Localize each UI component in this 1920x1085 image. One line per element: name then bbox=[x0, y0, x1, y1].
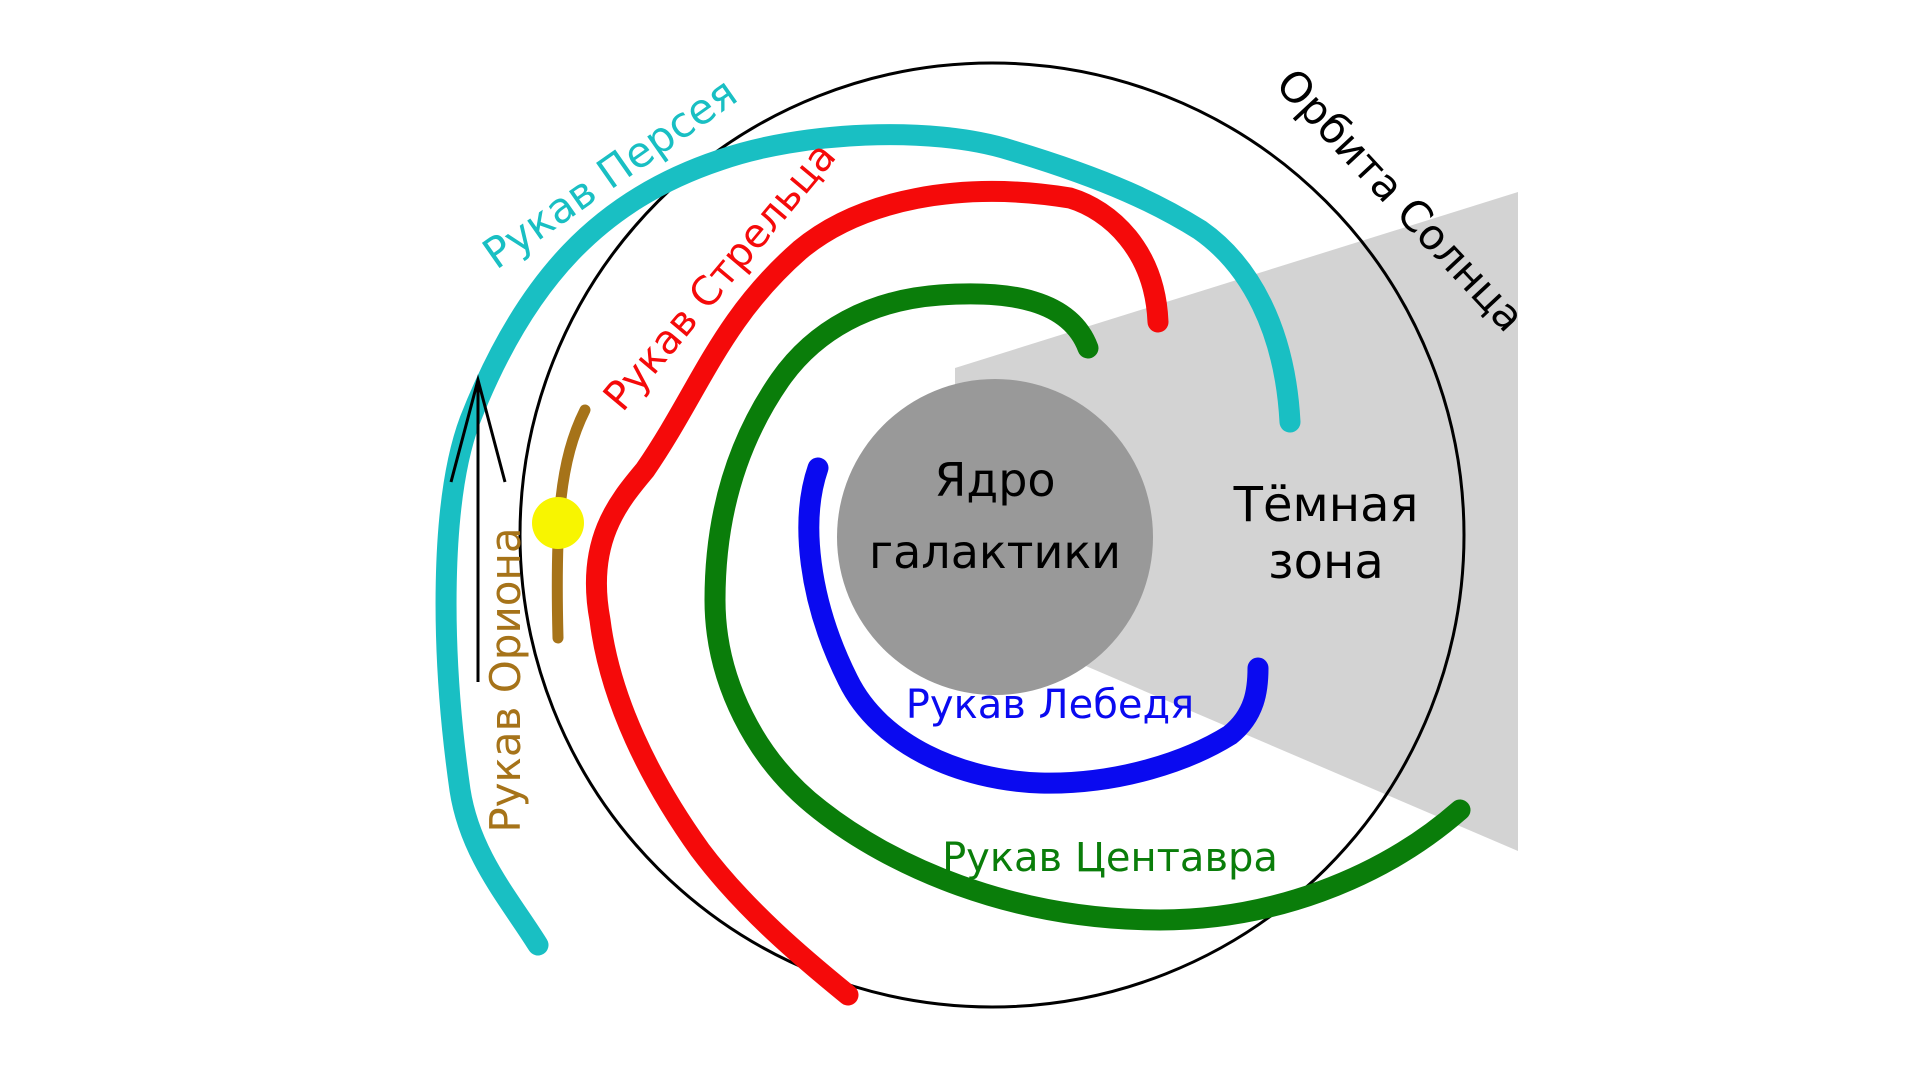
perseus-arm-line bbox=[435, 124, 1301, 956]
centaurus-arm-line bbox=[704, 283, 1471, 931]
dark-zone-area bbox=[955, 192, 1518, 851]
galactic-core bbox=[837, 379, 1153, 695]
orion-arm-label: Рукав Ориона bbox=[481, 527, 530, 832]
sagittarius-arm-line bbox=[585, 181, 1169, 1006]
core-label-line1: Ядро bbox=[934, 453, 1055, 507]
centaurus-arm-label: Рукав Центавра bbox=[942, 835, 1278, 881]
cygnus-arm-label: Рукав Лебедя bbox=[906, 682, 1194, 728]
dark-zone-label-line2: зона bbox=[1268, 534, 1384, 590]
core-label-line2: галактики bbox=[869, 525, 1121, 579]
cygnus-arm-line bbox=[798, 457, 1269, 794]
sun-orbit-circle bbox=[518, 61, 1466, 1009]
arrow-up-icon bbox=[449, 374, 507, 682]
sun-icon bbox=[532, 497, 584, 549]
dark-zone-label-line1: Тёмная bbox=[1233, 477, 1419, 533]
